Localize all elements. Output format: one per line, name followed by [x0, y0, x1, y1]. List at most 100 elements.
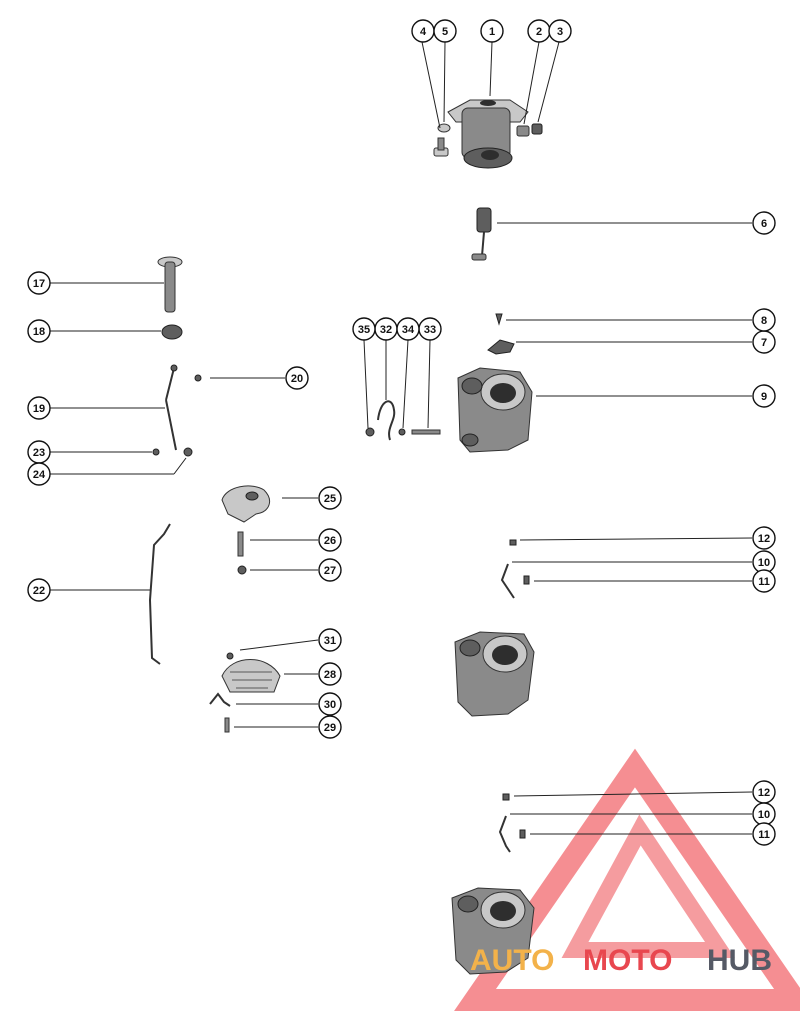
carburetor-third [451, 887, 535, 975]
part-30-spring [209, 692, 231, 707]
svg-text:34: 34 [402, 324, 415, 336]
callout-30: 30 [318, 692, 342, 716]
svg-text:30: 30 [324, 699, 336, 711]
part-4-bolt [433, 137, 449, 157]
part-3-nut [531, 123, 543, 135]
svg-text:29: 29 [324, 722, 336, 734]
part-20-screw [194, 374, 202, 382]
part-5-washer [437, 123, 451, 133]
svg-text:17: 17 [33, 278, 45, 290]
callout-24: 24 [27, 462, 51, 486]
svg-text:2: 2 [536, 26, 542, 38]
callout-11-upper: 11 [752, 569, 776, 593]
callout-29: 29 [318, 715, 342, 739]
part-12-lower-nut [502, 793, 510, 801]
part-10-upper-lever [500, 563, 515, 599]
callout-2: 2 [527, 19, 551, 43]
svg-text:19: 19 [33, 403, 45, 415]
part-24-nut [183, 447, 193, 457]
callout-18: 18 [27, 319, 51, 343]
part-17-bolt [157, 256, 183, 313]
part-2-fitting [516, 125, 530, 137]
part-27-nut [237, 565, 247, 575]
svg-text:7: 7 [761, 337, 767, 349]
callout-11-lower: 11 [752, 822, 776, 846]
part-6-fitting [471, 207, 492, 261]
callout-6: 6 [752, 211, 776, 235]
svg-text:6: 6 [761, 218, 767, 230]
callout-17: 17 [27, 271, 51, 295]
part-34-washer [398, 428, 406, 436]
svg-text:10: 10 [758, 557, 770, 569]
callout-35: 35 [352, 317, 376, 341]
svg-text:10: 10 [758, 809, 770, 821]
svg-text:23: 23 [33, 447, 45, 459]
svg-text:8: 8 [761, 315, 767, 327]
svg-text:4: 4 [420, 26, 427, 38]
part-33-screw [411, 429, 441, 435]
svg-text:12: 12 [758, 533, 770, 545]
part-28-screen [221, 659, 281, 693]
svg-text:32: 32 [380, 324, 392, 336]
part-25-cam [221, 485, 271, 523]
callout-12-lower: 12 [752, 780, 776, 804]
callout-5: 5 [433, 19, 457, 43]
svg-text:3: 3 [557, 26, 563, 38]
callout-20: 20 [285, 366, 309, 390]
part-7-lever [487, 339, 515, 355]
svg-text:18: 18 [33, 326, 45, 338]
part-9-carburetor [457, 367, 533, 453]
part-22-link [148, 523, 171, 665]
callout-9: 9 [752, 384, 776, 408]
svg-text:12: 12 [758, 787, 770, 799]
svg-text:11: 11 [758, 829, 770, 841]
part-10-lower-lever [498, 815, 511, 853]
callout-23: 23 [27, 440, 51, 464]
svg-text:20: 20 [291, 373, 303, 385]
callout-19: 19 [27, 396, 51, 420]
svg-text:27: 27 [324, 565, 336, 577]
part-23-washer [152, 448, 160, 456]
part-12-upper-nut [509, 539, 517, 546]
callout-33: 33 [418, 317, 442, 341]
svg-text:9: 9 [761, 391, 767, 403]
callout-28: 28 [318, 662, 342, 686]
svg-text:26: 26 [324, 535, 336, 547]
svg-text:31: 31 [324, 635, 336, 647]
part-31-washer [226, 652, 234, 660]
part-11-upper-screw [523, 575, 530, 585]
part-19-rod [165, 364, 178, 451]
svg-text:22: 22 [33, 585, 45, 597]
leader-lines [50, 41, 753, 835]
part-32-spring [377, 400, 396, 441]
callout-10-upper: 10 [752, 550, 776, 574]
svg-text:11: 11 [758, 576, 770, 588]
watermark-word-hub: HUB [707, 944, 772, 977]
part-35-nut [365, 427, 375, 437]
carburetor-second [454, 631, 535, 717]
svg-text:28: 28 [324, 669, 336, 681]
callout-25: 25 [318, 486, 342, 510]
svg-text:33: 33 [424, 324, 436, 336]
watermark-text: AUTO MOTO HUB [470, 944, 772, 977]
svg-text:1: 1 [489, 26, 495, 38]
part-29-screw [224, 717, 230, 733]
callout-27: 27 [318, 558, 342, 582]
svg-text:24: 24 [33, 469, 46, 481]
callout-34: 34 [396, 317, 420, 341]
callout-12-upper: 12 [752, 526, 776, 550]
svg-text:25: 25 [324, 493, 336, 505]
callout-32: 32 [374, 317, 398, 341]
callout-8: 8 [752, 308, 776, 332]
svg-text:35: 35 [358, 324, 370, 336]
watermark-logo [454, 748, 800, 1011]
callout-10-lower: 10 [752, 802, 776, 826]
callout-26: 26 [318, 528, 342, 552]
part-26-screw [237, 531, 244, 557]
callout-22: 22 [27, 578, 51, 602]
part-1-housing [447, 99, 529, 169]
svg-text:5: 5 [442, 26, 448, 38]
part-11-lower-screw [519, 829, 526, 839]
callout-1: 1 [480, 19, 504, 43]
